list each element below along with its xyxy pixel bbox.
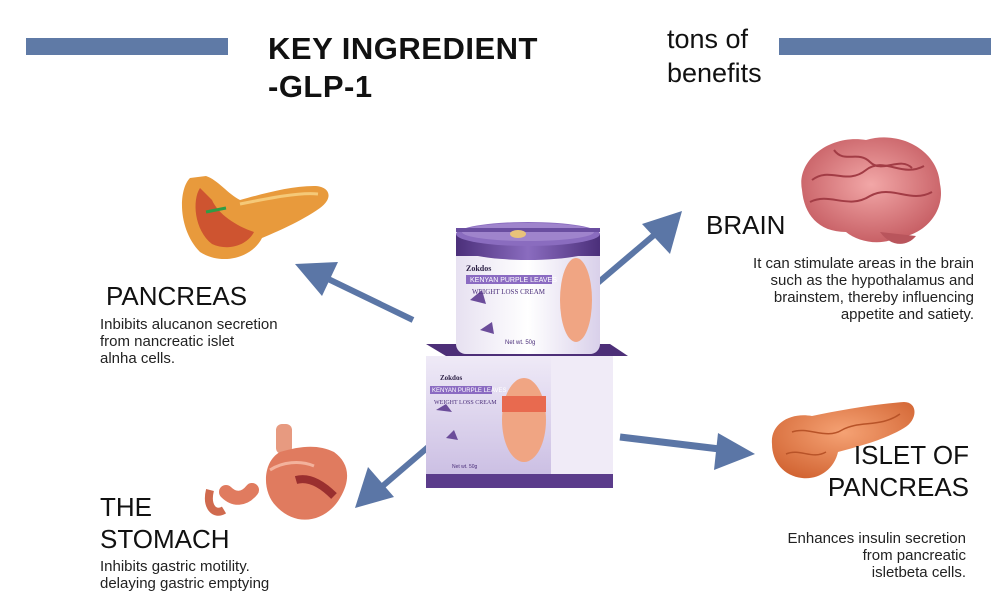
jar-product-name: KENYAN PURPLE LEAVES (470, 277, 557, 284)
box-product-name: KENYAN PURPLE LEAVES (432, 388, 506, 394)
jar-product-type: WEIGHT LOSS CREAM (472, 288, 546, 296)
islet-heading-line-2: PANCREAS (827, 472, 969, 502)
brain-desc-line: It can stimulate areas in the brain (753, 255, 974, 272)
arrow-to-pancreas (295, 262, 415, 323)
product-box-image (426, 344, 628, 488)
islet-desc-line: isletbeta cells. (871, 564, 966, 581)
brain-desc-line: appetite and satiety. (840, 306, 974, 323)
pancreas-desc-line: from nancreatic islet (100, 333, 235, 350)
box-brand: Zokdos (440, 374, 462, 382)
brain-heading: BRAIN (706, 210, 786, 240)
page-title: KEY INGREDIENT -GLP-1 (268, 30, 538, 106)
arrow-to-islet (619, 433, 755, 470)
title-line-2: -GLP-1 (268, 69, 373, 104)
header-bar-left (26, 38, 228, 55)
box-net-weight: Net wt. 50g (452, 464, 478, 470)
subtitle-line-1: tons of (667, 24, 749, 54)
subtitle: tons of benefits (667, 22, 762, 90)
brain-desc-line: brainstem, thereby influencing (773, 289, 974, 306)
pancreas-organ-image (181, 176, 329, 260)
islet-heading-line-1: ISLET OF (853, 440, 969, 470)
brain-desc-line: such as the hypothalamus and (770, 272, 974, 289)
product-jar-image (456, 222, 600, 354)
stomach-heading-line-2: STOMACH (100, 524, 230, 554)
pancreas-desc-line: alnha cells. (100, 350, 176, 367)
jar-net-weight: Net wt. 50g (505, 340, 535, 346)
stomach-desc-line: Inhibits gastric motility. (100, 558, 250, 575)
brain-description: It can stimulate areas in the brain such… (753, 255, 974, 323)
islet-heading: ISLET OF PANCREAS (828, 439, 969, 503)
brain-organ-image (801, 137, 941, 244)
stomach-heading-line-1: THE (100, 492, 152, 522)
islet-desc-line: Enhances insulin secretion (787, 530, 966, 547)
stomach-heading: THE STOMACH (100, 491, 230, 555)
islet-pancreas-organ-image (771, 402, 915, 479)
box-product-type: WEIGHT LOSS CREAM (434, 400, 497, 406)
pancreas-desc-line: Inbibits alucanon secretion (100, 316, 278, 333)
islet-description: Enhances insulin secretion from pancreat… (788, 530, 966, 581)
islet-desc-line: from pancreatic (862, 547, 966, 564)
stomach-desc-line: delaying gastric emptying (100, 575, 270, 592)
pancreas-description: Inbibits alucanon secretion from nancrea… (100, 316, 278, 367)
stomach-description: Inhibits gastric motility. delaying gast… (100, 558, 269, 592)
title-line-1: KEY INGREDIENT (268, 31, 538, 66)
stomach-organ-image (205, 424, 348, 520)
jar-brand: Zokdos (466, 264, 491, 273)
pancreas-heading: PANCREAS (106, 281, 248, 311)
subtitle-line-2: benefits (667, 58, 762, 88)
header-bar-right (779, 38, 991, 55)
